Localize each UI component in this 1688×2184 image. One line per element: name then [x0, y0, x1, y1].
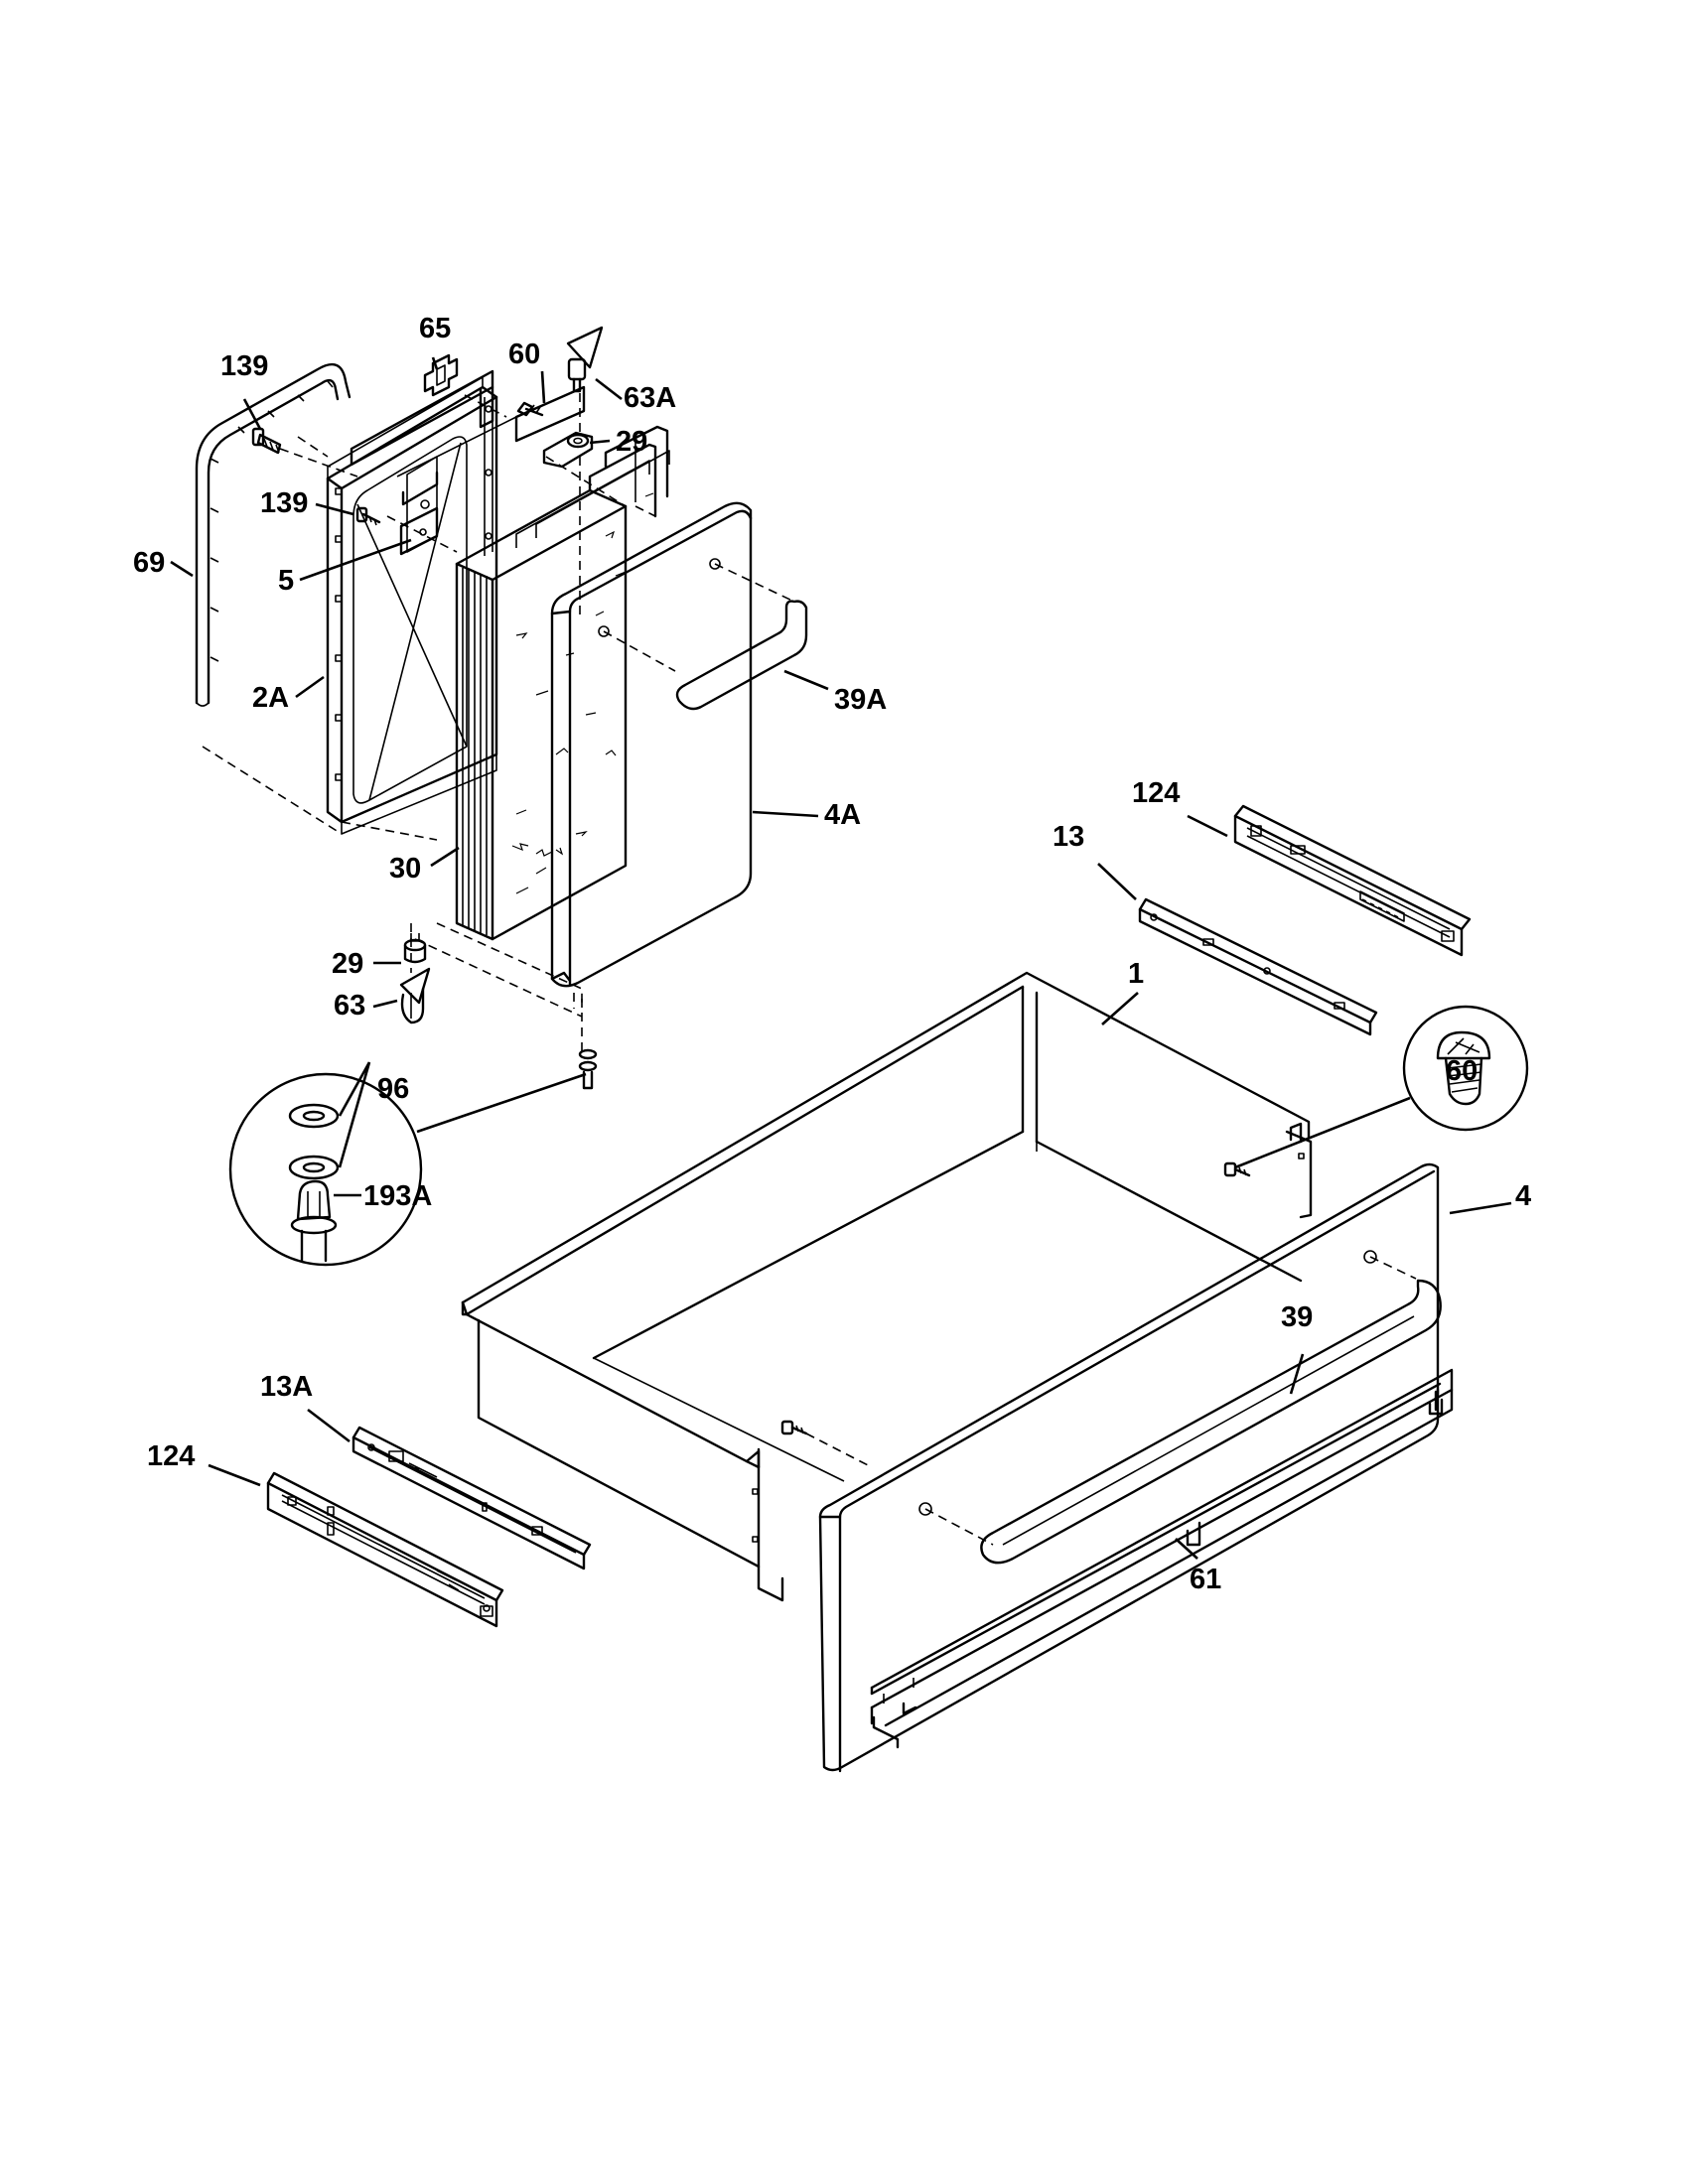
callout-4A: 4A: [824, 799, 861, 831]
door-support-frame: [350, 369, 586, 556]
callout-139-mid: 139: [260, 487, 308, 519]
callout-1: 1: [1128, 958, 1144, 990]
screw-139-top: [251, 427, 282, 455]
callout-63: 63: [334, 990, 365, 1022]
screw-60-drawer: [1223, 1161, 1251, 1177]
callout-39: 39: [1281, 1301, 1313, 1333]
callout-29-top: 29: [616, 426, 647, 458]
callout-69: 69: [133, 547, 165, 579]
drawer-handle-39: [980, 1279, 1442, 1565]
drawer-slide-13A-left: [352, 1426, 592, 1570]
callout-5: 5: [278, 565, 294, 597]
callout-63A: 63A: [624, 382, 676, 414]
callout-96: 96: [377, 1073, 409, 1105]
inner-door-frame-2A: [326, 376, 498, 835]
screw-139-mid: [355, 506, 381, 526]
drawer-front-4: [818, 1162, 1440, 1773]
alignment-lines-upper: [202, 393, 656, 1052]
hinge-pin-63: [399, 967, 431, 1024]
callout-2A: 2A: [252, 682, 289, 714]
washer-29-top: [542, 431, 594, 469]
callout-139-top: 139: [220, 350, 268, 382]
fastener-stack: [578, 1048, 598, 1090]
callout-60-top: 60: [508, 339, 540, 370]
callout-61: 61: [1190, 1564, 1221, 1595]
callout-30: 30: [389, 853, 421, 885]
callout-39A: 39A: [834, 684, 887, 716]
drawer-slide-124-right: [1233, 804, 1472, 957]
insulation-pack-30: [455, 425, 670, 941]
drawer-slide-13-right: [1138, 897, 1378, 1036]
detail-circle-washers: [228, 1072, 587, 1267]
leader-lines: [170, 356, 1512, 1560]
callout-13: 13: [1053, 821, 1084, 853]
callout-29-bottom: 29: [332, 948, 363, 980]
door-handle-39A: [675, 600, 808, 711]
callout-4: 4: [1515, 1180, 1531, 1212]
door-panel-4A: [550, 501, 795, 988]
hinge-pin-63A: [566, 326, 604, 393]
detail-circle-screw-60: [1234, 1005, 1529, 1169]
callout-60-detail: 60: [1446, 1055, 1477, 1087]
clip-65: [423, 353, 459, 397]
callout-65: 65: [419, 313, 451, 344]
drawer-body-1: [461, 971, 1313, 1602]
bottom-trim-61: [870, 1368, 1454, 1749]
screw-drawer-left: [780, 1420, 808, 1435]
screw-60-top: [516, 401, 544, 417]
callout-124-left: 124: [147, 1440, 195, 1472]
callout-193A: 193A: [363, 1180, 432, 1212]
washer-29-bottom: [403, 933, 427, 964]
callout-124-right: 124: [1132, 777, 1180, 809]
drawer-slide-124-left: [266, 1471, 504, 1628]
door-gasket-69: [195, 362, 352, 707]
callout-13A: 13A: [260, 1371, 313, 1403]
